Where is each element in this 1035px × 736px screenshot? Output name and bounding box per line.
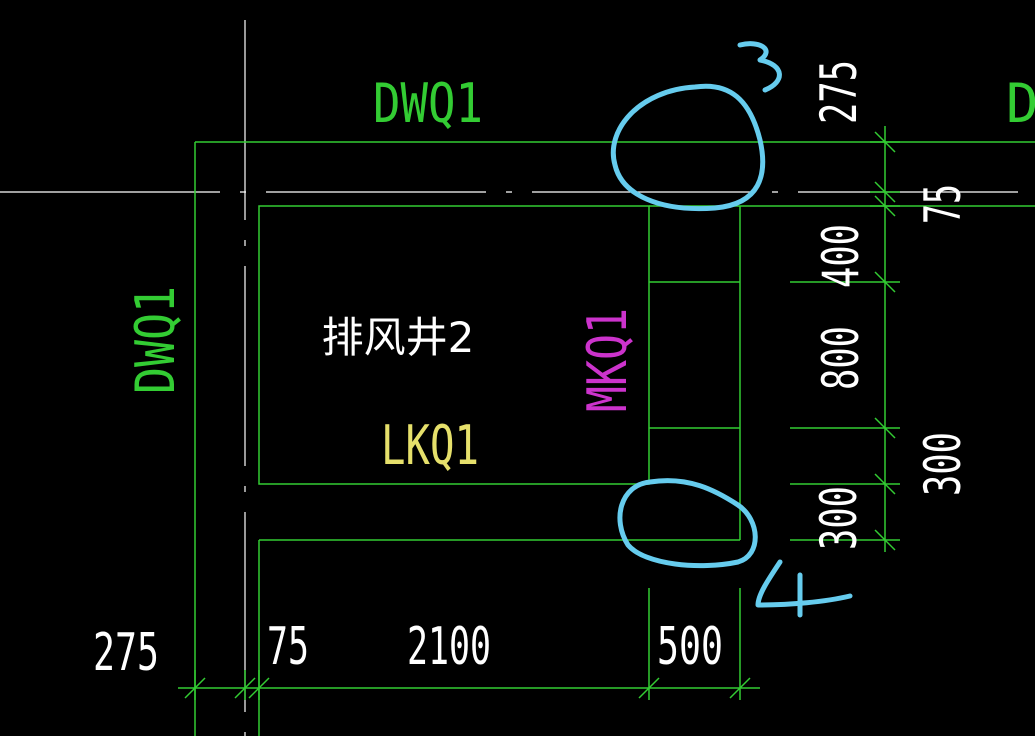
wall-label-top: DWQ1 [373,72,483,135]
tick [874,181,896,203]
tick [874,417,896,439]
tick [234,677,256,699]
tick [248,677,270,699]
dim-right-2: 75 [914,184,972,224]
markup-circle-top [610,83,766,212]
wall-label-left: DWQ1 [124,286,187,394]
dim-right-1: 275 [810,60,868,124]
markup-annotations [610,41,853,618]
tick [638,677,660,699]
dim-right-5: 300 [914,432,972,496]
tick [874,195,896,217]
tick [184,677,206,699]
tick [874,473,896,495]
dim-right-4: 800 [812,326,870,390]
markup-digit-3 [737,41,782,93]
axis-lines [0,20,1035,736]
tick [729,677,751,699]
dim-bottom-4: 500 [657,617,723,677]
tick [874,271,896,293]
tick [874,131,896,153]
tick [874,529,896,551]
window-label-lkq: LKQ1 [381,414,479,477]
window-label-mkq: MKQ1 [576,308,639,412]
dim-bottom-2: 75 [267,617,309,677]
dim-bottom-1: 275 [93,623,159,683]
dim-bottom-3: 2100 [407,617,491,677]
shaft-room-outline [258,205,650,485]
dim-right-3: 400 [812,224,870,288]
markup-circle-bottom [617,478,758,569]
room-name-label: 排风井2 [322,313,475,362]
markup-digit-4 [755,559,853,618]
wall-label-top-right-partial: D [1006,72,1035,135]
dim-ticks [184,131,896,699]
dim-right-6: 300 [810,486,868,550]
